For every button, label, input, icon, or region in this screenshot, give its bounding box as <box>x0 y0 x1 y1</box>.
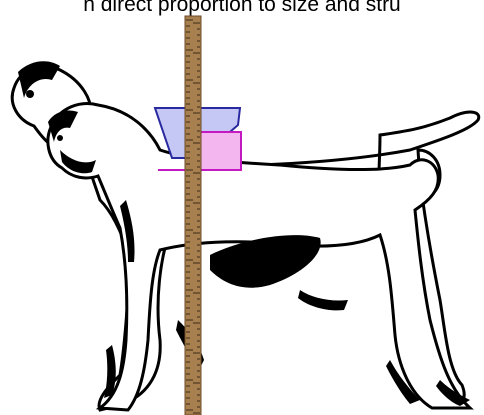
measuring-stick-icon <box>185 16 201 415</box>
